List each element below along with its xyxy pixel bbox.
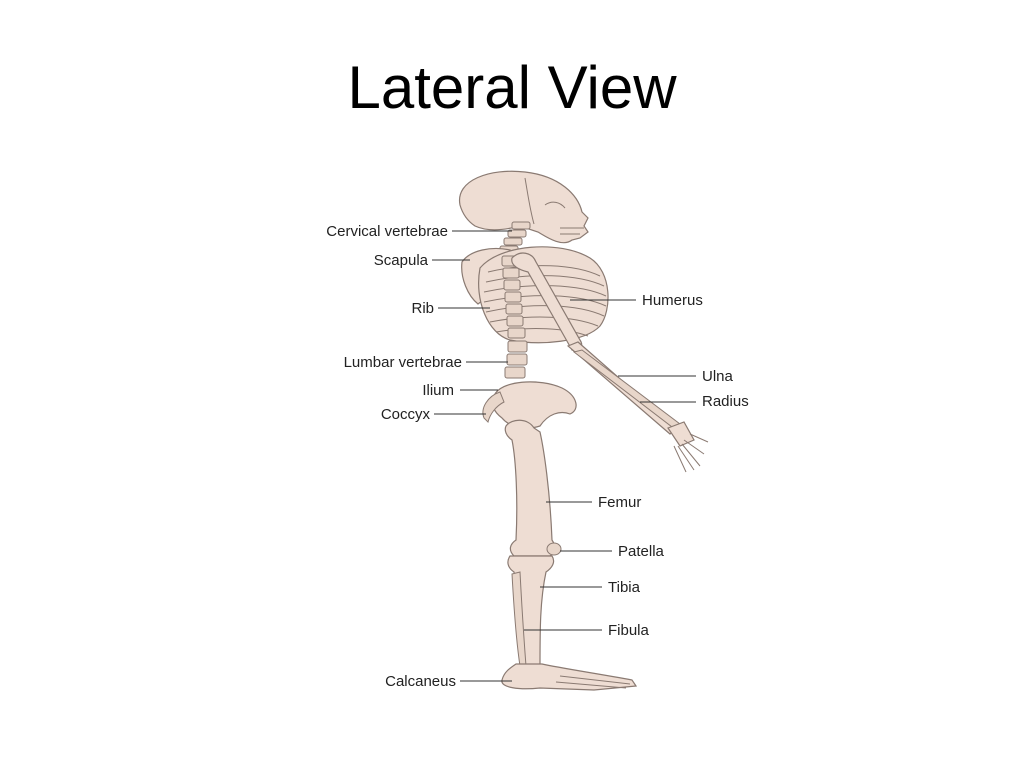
- leader-lines: [432, 230, 696, 682]
- label-fibula: Fibula: [608, 622, 650, 639]
- lumbar-vertebrae: [501, 255, 528, 379]
- foot: [501, 663, 638, 691]
- label-patella: Patella: [618, 543, 665, 560]
- label-cervical-vertebrae: Cervical vertebrae: [326, 223, 448, 240]
- hand: [667, 421, 709, 473]
- label-ilium: Ilium: [422, 382, 454, 399]
- label-tibia: Tibia: [608, 579, 641, 596]
- labels: Cervical vertebrae Scapula Rib Lumbar ve…: [326, 223, 748, 690]
- forearm: [566, 341, 681, 435]
- patella: [546, 542, 562, 556]
- label-calcaneus: Calcaneus: [385, 673, 456, 690]
- label-rib: Rib: [411, 300, 434, 317]
- label-femur: Femur: [598, 494, 641, 511]
- pelvis: [491, 381, 577, 429]
- skeleton-illustration: [459, 170, 709, 691]
- slide-title: Lateral View: [347, 54, 677, 121]
- femur: [504, 419, 556, 557]
- coccyx: [482, 391, 505, 423]
- label-scapula: Scapula: [374, 252, 429, 269]
- label-lumbar-vertebrae: Lumbar vertebrae: [344, 354, 462, 371]
- label-coccyx: Coccyx: [381, 406, 431, 423]
- label-humerus: Humerus: [642, 292, 703, 309]
- label-ulna: Ulna: [702, 368, 734, 385]
- skull: [459, 170, 589, 244]
- label-radius: Radius: [702, 393, 749, 410]
